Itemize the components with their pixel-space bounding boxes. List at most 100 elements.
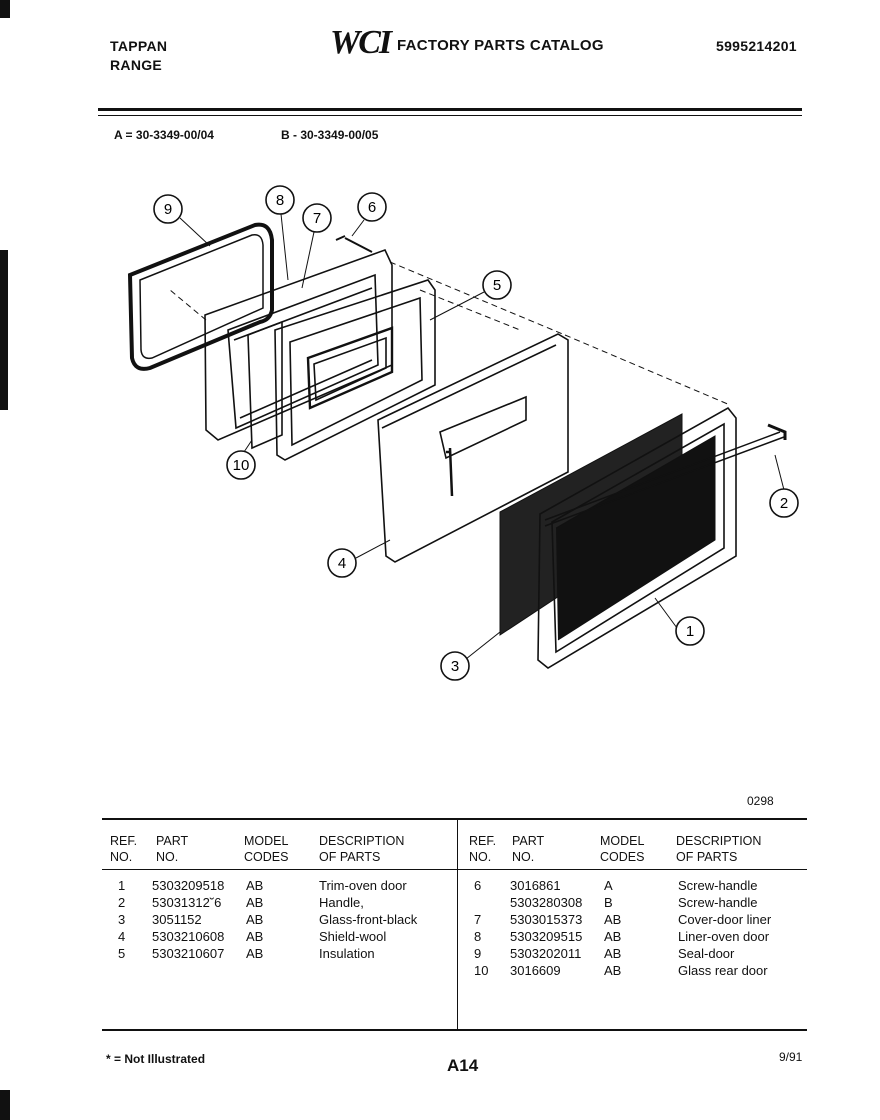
table-row-ref: 1 xyxy=(118,878,126,893)
catalog-number: 5995214201 xyxy=(716,38,797,54)
table-row-code: AB xyxy=(246,878,264,893)
table-row-ref: 9 xyxy=(474,946,482,961)
left-desc-column: Trim-oven door Handle, Glass-front-black… xyxy=(319,877,417,962)
table-row-ref: 8 xyxy=(474,929,482,944)
table-row-part: 5303209518 xyxy=(152,878,225,893)
callouts: 9 8 7 6 5 2 4 3 1 10 xyxy=(153,185,799,681)
trim-oven-door-part xyxy=(537,406,737,669)
table-row-ref: 7 xyxy=(474,912,482,927)
callout-1: 1 xyxy=(675,616,705,646)
table-row-part: 3016861 xyxy=(510,878,561,893)
header-rule xyxy=(98,108,802,111)
table-row-desc: Cover-door liner xyxy=(678,912,772,927)
table-row-ref: 2 xyxy=(118,895,126,910)
exploded-door-diagram: 9 8 7 6 5 2 4 3 1 10 xyxy=(127,185,799,681)
table-row-code: B xyxy=(604,895,613,910)
table-row-code: A xyxy=(604,878,613,893)
table-row-desc: Glass-front-black xyxy=(319,912,418,927)
table-row-code: AB xyxy=(604,929,622,944)
glass-rear-door-part xyxy=(247,320,283,450)
table-row-part: 53031312˘6 xyxy=(152,895,222,910)
table-row-part: 5303280308 xyxy=(510,895,583,910)
not-illustrated-note: * = Not Illustrated xyxy=(106,1052,206,1066)
table-row-desc: Screw-handle xyxy=(678,895,758,910)
svg-text:4: 4 xyxy=(338,555,346,572)
svg-text:6: 6 xyxy=(368,199,376,216)
table-row-ref: 6 xyxy=(474,878,482,893)
screw-handle-part xyxy=(335,235,373,253)
callout-5: 5 xyxy=(482,270,512,300)
header-ref-right: REF.NO. xyxy=(469,834,497,864)
model-b-label: B - 30-3349-00/05 xyxy=(281,128,379,142)
binder-edge-mark xyxy=(0,0,10,18)
table-top-rule xyxy=(102,818,807,820)
binder-edge-mark xyxy=(0,250,8,410)
left-part-column: 5303209518 53031312˘6 3051152 5303210608… xyxy=(152,877,224,962)
svg-text:3: 3 xyxy=(451,658,459,675)
table-row-desc: Trim-oven door xyxy=(319,878,407,893)
svg-text:9: 9 xyxy=(164,201,172,218)
callout-4: 4 xyxy=(327,548,357,578)
svg-text:10: 10 xyxy=(233,457,250,474)
table-row-part: 5303015373 xyxy=(510,912,583,927)
table-row-ref: 3 xyxy=(118,912,126,927)
table-row-desc: Glass rear door xyxy=(678,963,768,978)
brand-label: TAPPAN xyxy=(110,38,168,54)
svg-text:5: 5 xyxy=(493,277,501,294)
table-header-rule xyxy=(102,869,807,870)
right-desc-column: Screw-handle Screw-handle Cover-door lin… xyxy=(678,877,771,979)
right-code-column: A B AB AB AB AB xyxy=(604,877,621,979)
callout-10: 10 xyxy=(226,450,256,480)
table-row-ref: 4 xyxy=(118,929,126,944)
figure-code: 0298 xyxy=(747,794,774,808)
table-row-code: AB xyxy=(246,946,264,961)
table-row-code: AB xyxy=(246,895,264,910)
table-row-part: 3051152 xyxy=(152,912,202,927)
table-row-part: 5303209515 xyxy=(510,929,583,944)
table-row-ref: 5 xyxy=(118,946,126,961)
table-row-desc: Insulation xyxy=(319,946,375,961)
table-row-part: 5303210607 xyxy=(152,946,225,961)
left-ref-column: 1 2 3 4 5 xyxy=(118,877,125,962)
handle-part xyxy=(544,431,785,527)
model-a-label: A = 30-3349-00/04 xyxy=(114,128,214,142)
svg-text:2: 2 xyxy=(780,495,788,512)
product-label: RANGE xyxy=(110,57,163,73)
table-center-divider xyxy=(457,818,458,1030)
table-row-desc: Liner-oven door xyxy=(678,929,770,944)
callout-9: 9 xyxy=(153,194,183,224)
shield-wool-part xyxy=(377,333,569,563)
header-rule-thin xyxy=(98,115,802,116)
door-seal-part xyxy=(127,222,274,371)
wci-logo: WCI xyxy=(330,24,392,61)
callout-8: 8 xyxy=(265,185,295,215)
table-row-desc: Screw-handle xyxy=(678,878,758,893)
cover-door-liner-part xyxy=(274,279,436,461)
binder-edge-mark xyxy=(0,1090,10,1120)
header-ref: REF.NO. xyxy=(110,834,138,864)
callout-3: 3 xyxy=(440,651,470,681)
table-row-desc: Seal-door xyxy=(678,946,735,961)
table-row-code: AB xyxy=(604,963,622,978)
table-row-part: 5303210608 xyxy=(152,929,225,944)
table-row-code: AB xyxy=(604,912,622,927)
table-row-ref: 10 xyxy=(474,963,489,978)
table-row-ref xyxy=(474,894,488,911)
catalog-title: FACTORY PARTS CATALOG xyxy=(397,37,604,54)
table-row-desc: Shield-wool xyxy=(319,929,387,944)
callout-2: 2 xyxy=(769,488,799,518)
left-code-column: AB AB AB AB AB xyxy=(246,877,263,962)
table-row-code: AB xyxy=(604,946,622,961)
callout-6: 6 xyxy=(357,192,387,222)
table-row-part: 3016609 xyxy=(510,963,561,978)
table-row-desc: Handle, xyxy=(319,895,364,910)
table-row-code: AB xyxy=(246,912,264,927)
table-bottom-rule xyxy=(102,1029,807,1031)
right-part-column: 3016861 5303280308 5303015373 5303209515… xyxy=(510,877,582,979)
